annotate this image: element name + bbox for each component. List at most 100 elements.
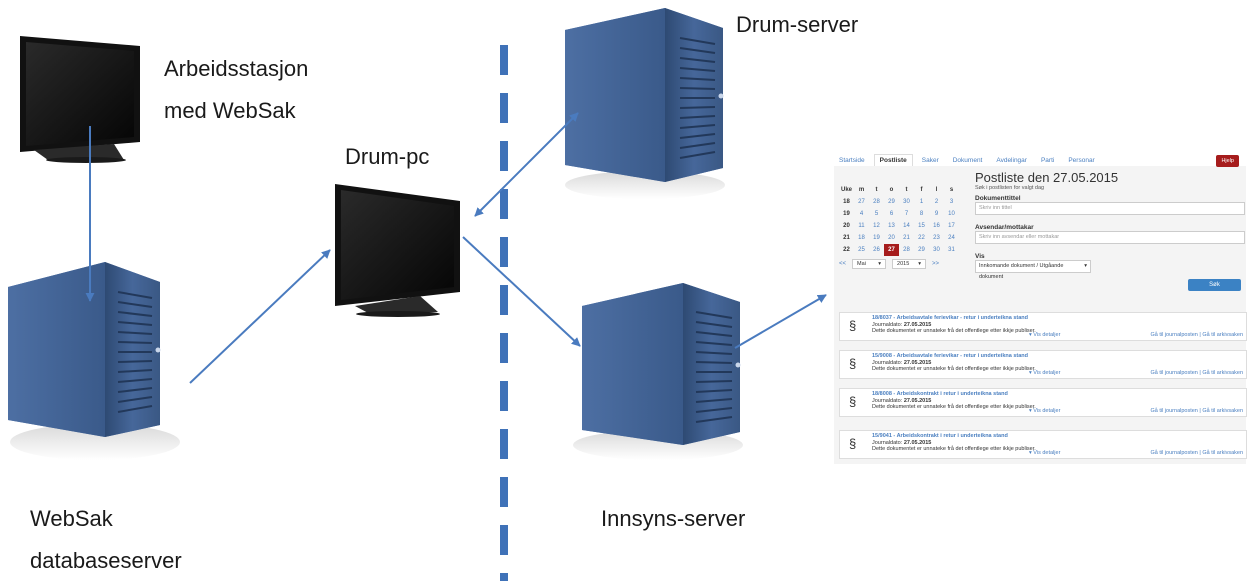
record-title-link[interactable]: 18/8037 - Arbeidsavtale ferievikar - ret… <box>872 315 1029 321</box>
show-details-link[interactable]: ▾ Vis detaljer <box>1029 332 1061 338</box>
calendar-day[interactable]: 14 <box>903 223 910 229</box>
calendar-day[interactable]: 28 <box>903 247 910 253</box>
record-links[interactable]: Gå til journalposten | Gå til arkivsaken <box>1150 332 1243 338</box>
tab-saker[interactable]: Saker <box>921 157 939 164</box>
calendar-week-row: 18 27 28 29 30 1 2 3 <box>839 196 959 208</box>
calendar-day[interactable]: 22 <box>918 235 925 241</box>
chevron-down-icon: ▾ <box>918 261 922 267</box>
calendar-day[interactable]: 7 <box>904 211 909 217</box>
calendar: Uke m t o t f l s 18 27 28 29 30 1 2 <box>839 184 959 269</box>
calendar-day[interactable]: 29 <box>918 247 925 253</box>
calendar-day[interactable]: 16 <box>933 223 940 229</box>
calendar-week-row: 20 11 12 13 14 15 16 17 <box>839 220 959 232</box>
record-date: 27.05.2015 <box>903 440 932 446</box>
record-date-line: Journaldato: 27.05.2015 <box>872 398 931 404</box>
year-select[interactable]: 2015 ▾ <box>892 259 927 269</box>
calendar-day[interactable]: 31 <box>948 247 955 253</box>
week-number: 19 <box>843 211 850 217</box>
search-button[interactable]: Søk <box>1188 279 1241 291</box>
show-select[interactable]: Innkomande dokument / Utgåande dokument … <box>975 260 1091 280</box>
show-details-label: Vis detaljer <box>1033 332 1061 338</box>
week-number: 22 <box>843 247 850 253</box>
calendar-day[interactable]: 23 <box>933 235 940 241</box>
innsyns-server-label: Innsyns-server <box>601 506 746 531</box>
show-details-link[interactable]: ▾ Vis detaljer <box>1029 370 1061 376</box>
month-select[interactable]: Mai ▾ <box>852 259 887 269</box>
tab-personar[interactable]: Personar <box>1068 157 1095 164</box>
calendar-day[interactable]: 29 <box>888 199 895 205</box>
calendar-header: s <box>949 187 954 193</box>
calendar-header: t <box>875 187 878 193</box>
prev-month-button[interactable]: << <box>839 261 847 267</box>
calendar-day[interactable]: 30 <box>903 199 910 205</box>
show-details-label: Vis detaljer <box>1033 408 1061 414</box>
show-details-link[interactable]: ▾ Vis detaljer <box>1029 450 1061 456</box>
drum-pc-label: Drum-pc <box>345 144 430 169</box>
record-date: 27.05.2015 <box>903 398 932 404</box>
calendar-header: o <box>889 187 894 193</box>
calendar-day[interactable]: 20 <box>888 235 895 241</box>
calendar-day[interactable]: 24 <box>948 235 955 241</box>
calendar-day[interactable]: 2 <box>934 199 939 205</box>
calendar-day[interactable]: 15 <box>918 223 925 229</box>
calendar-day[interactable]: 4 <box>859 211 864 217</box>
chevron-down-icon: ▾ <box>878 261 882 267</box>
calendar-day[interactable]: 25 <box>858 247 865 253</box>
tab-bar: Startside Postliste Saker Dokument Avdel… <box>834 152 1246 167</box>
record-links[interactable]: Gå til journalposten | Gå til arkivsaken <box>1150 450 1243 456</box>
drum-server-icon <box>565 8 725 199</box>
show-details-label: Vis detaljer <box>1033 450 1061 456</box>
calendar-day[interactable]: 11 <box>858 223 865 229</box>
record-title-link[interactable]: 15/9041 - Arbeidskontrakt i retur i unde… <box>872 433 1008 439</box>
record-links[interactable]: Gå til journalposten | Gå til arkivsaken <box>1150 370 1243 376</box>
calendar-day[interactable]: 8 <box>919 211 924 217</box>
calendar-day[interactable]: 5 <box>874 211 879 217</box>
tab-dokument[interactable]: Dokument <box>952 157 983 164</box>
calendar-day[interactable]: 27 <box>858 199 865 205</box>
record-title-link[interactable]: 18/8008 - Arbeidskontrakt i retur i unde… <box>872 391 1008 397</box>
calendar-week-row: 19 4 5 6 7 8 9 10 <box>839 208 959 220</box>
next-month-button[interactable]: >> <box>932 261 940 267</box>
calendar-day[interactable]: 6 <box>889 211 894 217</box>
workstation-label-line1: Arbeidsstasjon <box>164 56 309 81</box>
record-date-line: Journaldato: 27.05.2015 <box>872 440 931 446</box>
record-title-link[interactable]: 15/9008 - Arbeidsavtale ferievikar - ret… <box>872 353 1029 359</box>
calendar-day[interactable]: 9 <box>934 211 939 217</box>
calendar-day[interactable]: 28 <box>873 199 880 205</box>
show-details-link[interactable]: ▾ Vis detaljer <box>1029 408 1061 414</box>
workstation-label: Arbeidsstasjon med WebSak <box>164 48 308 132</box>
paragraph-icon: § <box>849 318 857 333</box>
calendar-day[interactable]: 26 <box>873 247 880 253</box>
doc-title-label: Dokumenttittel <box>975 195 1021 202</box>
help-button[interactable]: Hjelp <box>1216 155 1239 167</box>
calendar-day[interactable]: 12 <box>873 223 880 229</box>
tab-avdelingar[interactable]: Avdelingar <box>996 157 1027 164</box>
calendar-day[interactable]: 1 <box>919 199 924 205</box>
sender-input[interactable]: Skriv inn avsendar eller mottakar <box>975 231 1245 244</box>
month-select-value: Mai <box>857 261 866 267</box>
calendar-day[interactable]: 3 <box>949 199 954 205</box>
calendar-table: Uke m t o t f l s 18 27 28 29 30 1 2 <box>839 184 959 256</box>
tab-startside[interactable]: Startside <box>839 157 865 164</box>
calendar-header-row: Uke m t o t f l s <box>839 184 959 196</box>
calendar-day[interactable]: 30 <box>933 247 940 253</box>
paragraph-icon: § <box>849 436 857 451</box>
calendar-header: Uke <box>840 187 852 193</box>
calendar-header: m <box>858 187 865 193</box>
week-number: 21 <box>843 235 850 241</box>
calendar-day[interactable]: 17 <box>948 223 955 229</box>
calendar-day[interactable]: 10 <box>948 211 955 217</box>
calendar-day[interactable]: 19 <box>873 235 880 241</box>
list-item: § 15/9008 - Arbeidsavtale ferievikar - r… <box>839 350 1247 379</box>
calendar-day[interactable]: 21 <box>903 235 910 241</box>
calendar-day[interactable]: 18 <box>858 235 865 241</box>
tab-parti[interactable]: Parti <box>1040 157 1055 164</box>
calendar-day-selected[interactable]: 27 <box>884 244 899 256</box>
doc-title-input[interactable]: Skriv inn tittel <box>975 202 1245 215</box>
record-links[interactable]: Gå til journalposten | Gå til arkivsaken <box>1150 408 1243 414</box>
calendar-day[interactable]: 13 <box>888 223 895 229</box>
record-date-label: Journaldato: <box>872 398 903 404</box>
workstation-label-line2: med WebSak <box>164 98 296 123</box>
page-subtitle: Søk i postlisten for valgt dag <box>975 185 1045 191</box>
record-date-line: Journaldato: 27.05.2015 <box>872 322 931 328</box>
